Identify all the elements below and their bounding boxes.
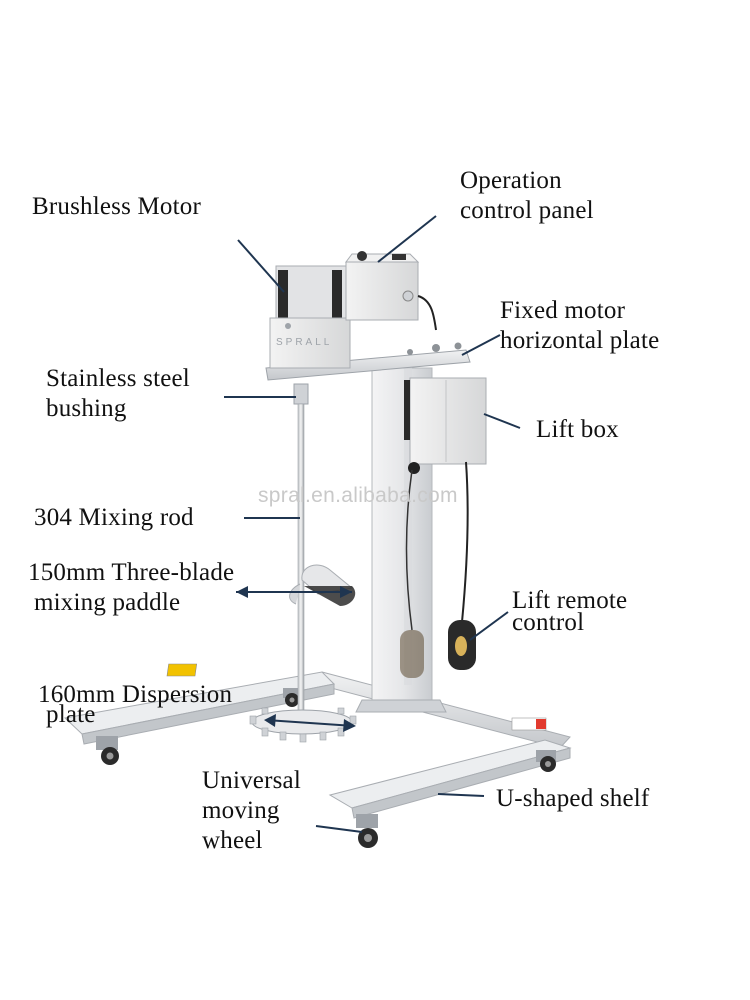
leader-dispersion	[265, 719, 355, 727]
leader-wheel	[315, 825, 363, 833]
label-paddle-line2: mixing paddle	[34, 589, 181, 616]
label-wheel-line1: Universal	[202, 767, 301, 794]
leader-lines	[224, 215, 521, 833]
label-fixed-plate-line2: horizontal plate	[500, 327, 660, 354]
label-remote-line1: Lift remote	[512, 587, 628, 614]
label-operation-panel-line2: control panel	[460, 197, 594, 224]
lift-box	[404, 377, 487, 474]
label-dispersion-line2: plate	[46, 701, 96, 728]
label-mixing-rod: 304 Mixing rod	[34, 504, 194, 531]
mixing-rod	[297, 403, 305, 723]
wheel-front-right	[356, 814, 378, 848]
label-u-shaped-shelf: U-shaped shelf	[496, 785, 650, 812]
label-dispersion-line1: 160mm Dispersion	[38, 681, 233, 708]
mixing-shaft	[293, 383, 309, 723]
leader-panel	[377, 215, 437, 263]
label-paddle-line1: 150mm Three-blade	[28, 559, 235, 586]
wheel-back-left	[283, 688, 299, 707]
arrow-paddle-right	[340, 586, 352, 598]
lift-remote-control	[400, 461, 476, 678]
leader-arrowheads	[236, 586, 356, 732]
caster-wheels	[96, 688, 556, 848]
leader-remote	[469, 611, 509, 641]
leader-shelf	[437, 793, 485, 797]
arrow-dispersion-left	[264, 714, 276, 727]
label-operation-panel-line1: Operation	[460, 167, 562, 194]
label-brushless-motor: Brushless Motor	[32, 193, 201, 220]
label-remote-line2: control	[512, 609, 585, 636]
u-shaped-shelf	[63, 663, 572, 819]
wheel-back-right	[536, 750, 556, 772]
label-lift-box: Lift box	[536, 416, 619, 443]
leader-liftbox	[483, 413, 521, 429]
label-fixed-plate-line1: Fixed motor	[500, 297, 626, 324]
wheel-front-left	[96, 736, 119, 765]
brand-mark: SPRALL	[276, 337, 332, 348]
leader-plate	[461, 334, 501, 356]
arrow-dispersion-right	[343, 719, 356, 732]
operation-control-panel	[345, 251, 437, 331]
label-wheel-line3: wheel	[202, 827, 263, 854]
label-bushing-line2: bushing	[46, 395, 127, 422]
arrow-paddle-left	[236, 586, 248, 598]
label-wheel-line2: moving	[202, 797, 280, 824]
leader-motor	[237, 239, 285, 293]
watermark: spral.en.alibaba.com	[258, 484, 458, 507]
stainless-bushing	[293, 383, 309, 405]
label-bushing-line1: Stainless steel	[46, 365, 190, 392]
fixed-motor-horizontal-plate	[265, 342, 471, 381]
brushless-motor: SPRALL	[269, 265, 351, 369]
